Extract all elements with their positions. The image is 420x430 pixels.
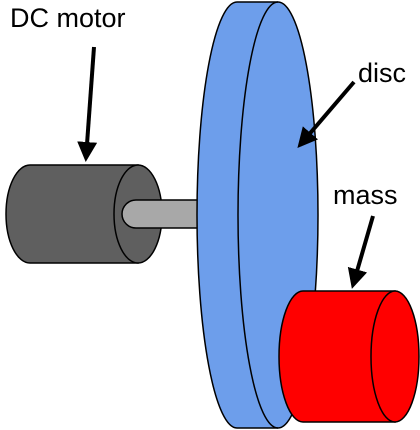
mass-end-face — [370, 290, 420, 423]
mass-arrow-icon — [347, 215, 375, 289]
shaft-body — [121, 199, 206, 229]
mass — [278, 290, 420, 423]
dc-motor — [5, 164, 163, 264]
label-mass: mass — [333, 180, 398, 210]
shaft — [121, 199, 206, 229]
motor-arrow-icon — [77, 46, 98, 162]
disc-arrow-icon — [297, 80, 356, 149]
motor-body — [5, 164, 139, 264]
disc-face-edge — [237, 1, 279, 429]
mass-body — [278, 290, 396, 423]
label-dc-motor: DC motor — [10, 3, 126, 33]
label-disc: disc — [358, 58, 407, 88]
